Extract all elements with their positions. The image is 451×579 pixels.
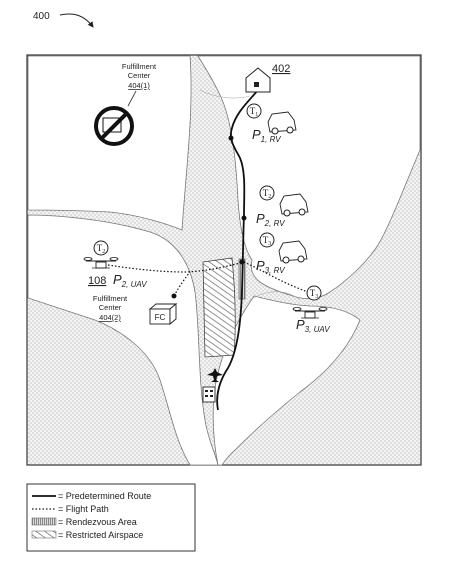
house-icon: [245, 67, 271, 93]
time-marker-t3-route: T3: [259, 232, 275, 248]
svg-text:Fulfillment: Fulfillment: [122, 62, 157, 71]
predetermined-route: [216, 89, 259, 411]
prohibited-icon: [94, 106, 134, 146]
legend-label-route: = Predetermined Route: [58, 491, 151, 501]
position-label-p2-uav: P2, UAV: [113, 272, 147, 289]
vehicle-icon: [267, 111, 297, 135]
time-marker-t1: T1: [246, 103, 262, 119]
stream: [199, 89, 251, 99]
legend-swatch-rendezvous: [31, 517, 57, 526]
waypoint-p3: [239, 259, 245, 265]
area-ref-label: 402: [272, 63, 290, 75]
svg-text:Center: Center: [99, 303, 122, 312]
svg-text:Center: Center: [128, 71, 151, 80]
legend-label-flight: = Flight Path: [58, 504, 109, 514]
legend-swatch-restricted: [31, 530, 57, 539]
restricted-airspace: [202, 257, 236, 358]
waypoint-p1: [228, 135, 234, 141]
waypoint-p2: [241, 215, 247, 221]
map: 402 Fulfillment Center 404(1) Fulfillmen…: [26, 54, 422, 466]
vehicle-icon: [279, 193, 309, 217]
flight-path-uav3: [243, 261, 309, 293]
uav-icon: [292, 307, 328, 319]
fc-box-icon: [148, 303, 178, 325]
svg-text:T1: T1: [250, 106, 259, 118]
svg-text:Fulfillment: Fulfillment: [93, 294, 128, 303]
time-marker-t2-route: T2: [259, 185, 275, 201]
legend: = Predetermined Route = Flight Path = Re…: [26, 483, 196, 552]
fc-box-label: FC: [155, 313, 166, 322]
airport-icon: [207, 368, 223, 382]
time-marker-t3-uav: T3: [306, 285, 322, 301]
svg-text:T2: T2: [97, 243, 106, 255]
land-region-southwest: [27, 214, 219, 466]
legend-label-restricted: = Restricted Airspace: [58, 530, 143, 540]
uav-icon: [83, 257, 119, 269]
position-label-p2-rv: P2, RV: [256, 211, 285, 228]
svg-text:T3: T3: [310, 288, 319, 300]
svg-text:404(2): 404(2): [99, 313, 121, 322]
stream: [249, 291, 301, 301]
flight-path-uav2: [107, 261, 245, 273]
figure-ref-arrow: [59, 13, 94, 28]
position-label-p3-rv: P3, RV: [256, 258, 285, 275]
svg-text:T3: T3: [263, 235, 272, 247]
fulfillment-center-fc: Fulfillment Center 404(2) FC: [93, 294, 178, 325]
vehicle-icon: [278, 240, 308, 264]
time-marker-t2-uav: T2: [93, 240, 109, 256]
fulfillment-center-closed: Fulfillment Center 404(1): [94, 62, 157, 146]
fc-launch-point: [171, 293, 177, 299]
position-label-p1-rv: P1, RV: [252, 127, 281, 144]
svg-text:404(1): 404(1): [128, 81, 150, 90]
figure-ref-label: 400: [33, 11, 50, 22]
building-icon: [202, 386, 216, 403]
position-label-p3-uav: P3, UAV: [296, 317, 330, 334]
svg-text:T2: T2: [263, 188, 272, 200]
legend-label-rendezvous: = Rendezvous Area: [58, 517, 137, 527]
network-ref-label: 108: [88, 275, 106, 287]
